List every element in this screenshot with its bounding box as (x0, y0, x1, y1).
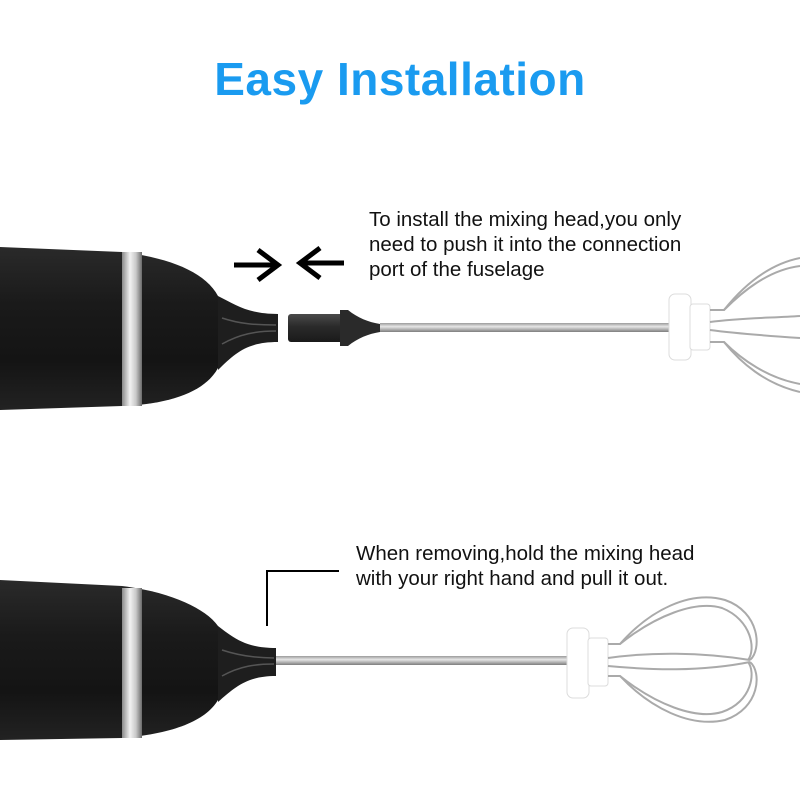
remove-caption-line: with your right hand and pull it out. (356, 567, 669, 590)
frother-body-top (0, 247, 278, 410)
install-caption-line: port of the fuselage (369, 258, 545, 281)
callout-line (266, 570, 339, 626)
remove-caption-line: When removing,hold the mixing head (356, 542, 695, 565)
install-caption-line: need to push it into the connection (369, 233, 682, 256)
install-caption: To install the mixing head,you only need… (369, 207, 789, 282)
page-title: Easy Installation (214, 53, 586, 105)
frother-body-bottom (0, 580, 276, 740)
mixing-head-bottom (276, 596, 758, 723)
install-caption-line: To install the mixing head,you only (369, 208, 682, 231)
arrow-left-icon (295, 246, 344, 280)
mixing-head-top (288, 257, 800, 393)
arrow-right-icon (234, 248, 283, 282)
remove-caption: When removing,hold the mixing head with … (356, 541, 796, 591)
